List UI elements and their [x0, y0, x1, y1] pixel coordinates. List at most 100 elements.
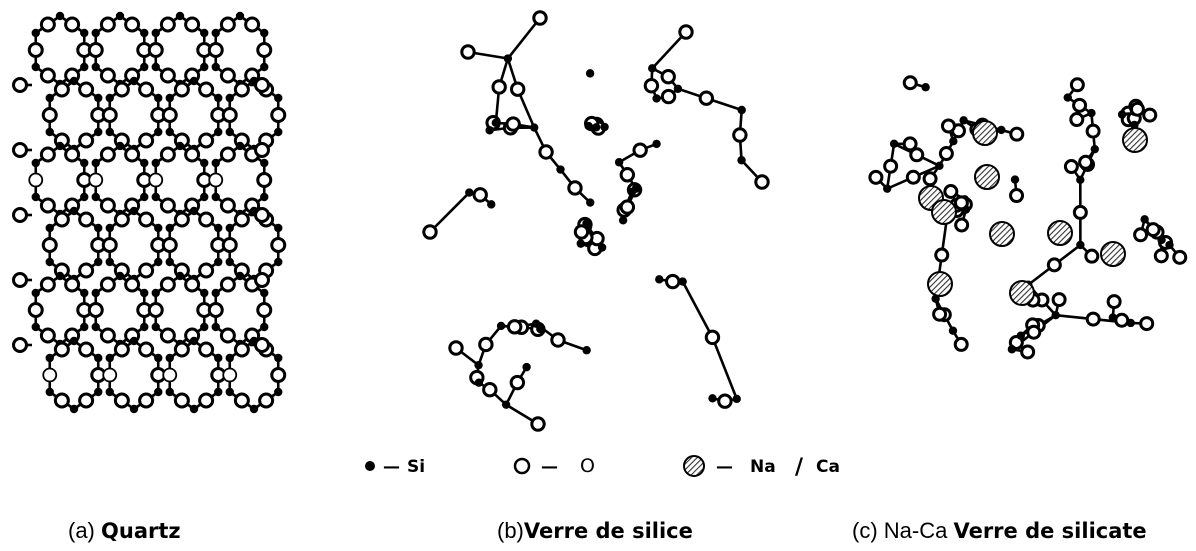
si-atom	[55, 11, 65, 21]
si-atom	[474, 378, 484, 387]
o-atom	[12, 77, 28, 93]
o-atom	[1009, 188, 1025, 204]
bond-line	[651, 31, 687, 70]
naca-legend-dash: —	[716, 457, 733, 477]
o-atom	[883, 158, 899, 174]
o-atom	[39, 276, 56, 293]
o-atom	[159, 16, 176, 33]
si-atom	[80, 28, 89, 38]
si-atom	[678, 277, 687, 286]
si-atom	[69, 336, 79, 346]
o-atom	[219, 67, 236, 84]
si-atom	[165, 387, 174, 397]
na-ca-ion	[1122, 127, 1148, 153]
bond-line	[711, 336, 738, 400]
o-atom	[1072, 204, 1088, 220]
si-atom	[91, 192, 100, 202]
si-atom	[151, 288, 160, 298]
naca-legend-icon	[683, 455, 705, 477]
o-atom	[1142, 107, 1158, 123]
si-atom	[274, 127, 283, 137]
o-atom	[64, 276, 81, 293]
si-atom	[211, 322, 220, 332]
o-atom	[78, 341, 95, 358]
si-atom	[214, 353, 223, 363]
si-atom	[274, 93, 283, 103]
na-ca-ion	[931, 199, 957, 225]
o-atom	[619, 167, 636, 183]
o-atom	[244, 16, 261, 33]
o-atom	[1063, 159, 1079, 175]
o-atom	[173, 341, 190, 358]
o-atom	[1145, 222, 1161, 238]
o-atom	[113, 341, 130, 358]
si-atom	[140, 28, 149, 38]
o-atom	[138, 81, 155, 98]
o-atom	[159, 197, 176, 214]
o-atom	[567, 180, 583, 196]
si-atom	[31, 158, 40, 168]
o-atom	[39, 197, 56, 214]
o-atom	[28, 172, 44, 188]
si-atom	[91, 322, 100, 332]
si-atom	[585, 69, 595, 78]
o-atom	[113, 211, 130, 228]
o-atom	[138, 392, 155, 409]
o-atom	[99, 16, 116, 33]
o-atom	[1069, 112, 1085, 128]
si-atom	[1090, 144, 1099, 154]
si-atom	[260, 322, 269, 332]
si-atom	[1140, 215, 1149, 224]
o-atom	[258, 392, 275, 409]
si-atom	[1010, 175, 1020, 184]
o-atom	[491, 79, 507, 95]
si-atom	[1117, 110, 1127, 119]
o-legend-label: O	[580, 455, 595, 477]
o-atom	[219, 146, 236, 163]
si-atom	[45, 93, 54, 103]
o-atom	[41, 237, 58, 253]
si-atom	[211, 28, 220, 38]
o-atom	[198, 81, 215, 98]
si-atom	[576, 239, 585, 248]
o-atom	[78, 392, 95, 409]
o-atom	[1009, 126, 1025, 142]
o-atom	[953, 195, 969, 211]
o-atom	[665, 273, 681, 290]
si-atom	[487, 200, 496, 209]
si-atom	[154, 127, 163, 137]
o-atom	[113, 392, 130, 409]
o-atom	[530, 416, 546, 432]
si-atom	[652, 94, 661, 103]
si-atom	[94, 127, 103, 137]
si-atom	[214, 127, 223, 137]
si-atom	[115, 271, 125, 281]
si-atom	[165, 223, 174, 233]
o-atom	[207, 42, 224, 58]
si-atom	[652, 139, 661, 149]
si-atom	[115, 11, 125, 21]
si-atom	[105, 93, 114, 103]
o-atom	[938, 146, 954, 162]
si-atom	[935, 161, 944, 171]
o-atom	[78, 132, 95, 149]
si-atom	[260, 288, 269, 298]
si-atom	[214, 387, 223, 397]
o-atom	[64, 16, 81, 33]
si-atom	[631, 184, 641, 193]
si-atom	[45, 353, 54, 363]
si-atom	[189, 336, 199, 346]
o-atom	[99, 146, 116, 163]
caption-quartz: (a) Quartz	[68, 518, 181, 544]
si-atom	[274, 387, 283, 397]
o-atom	[932, 306, 948, 322]
o-atom	[39, 67, 56, 84]
o-atom	[219, 327, 236, 344]
o-atom	[678, 24, 694, 40]
o-atom	[221, 107, 238, 123]
o-atom	[868, 169, 884, 185]
si-atom	[31, 288, 40, 298]
si-atom	[260, 158, 269, 168]
si-atom	[949, 137, 958, 146]
o-atom	[254, 337, 270, 353]
